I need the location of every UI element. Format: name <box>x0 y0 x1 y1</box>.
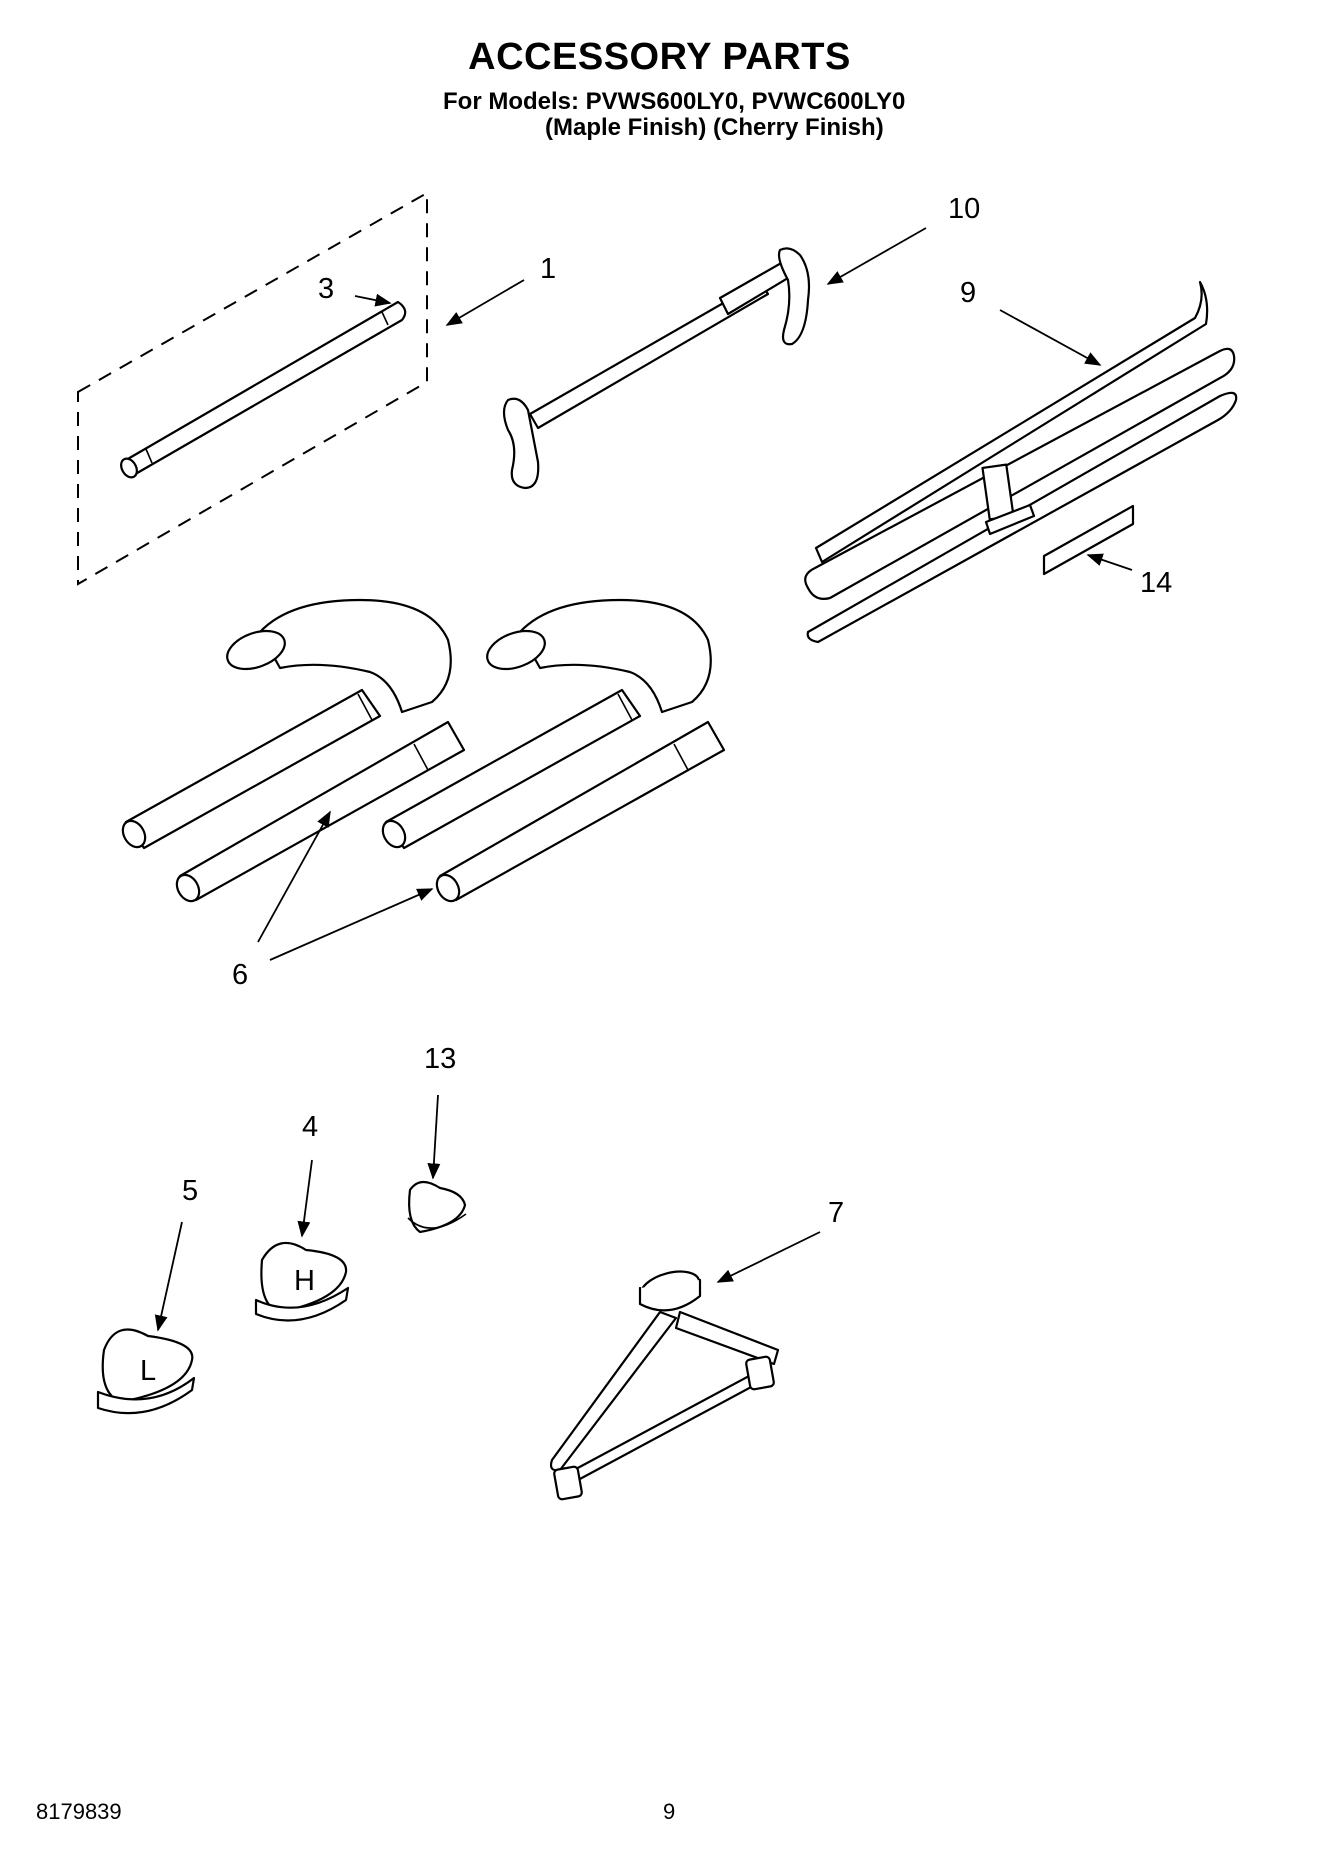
models-line: For Models: PVWS600LY0, PVWC600LY0 <box>443 88 906 115</box>
leader-6a <box>257 810 331 943</box>
part-13-pad <box>407 1180 467 1234</box>
callout-3: 3 <box>318 273 334 305</box>
part-5-pad: L <box>96 1328 196 1415</box>
leader-3 <box>354 293 392 307</box>
leader-10 <box>826 227 927 285</box>
page-title: ACCESSORY PARTS <box>468 36 851 78</box>
callout-13: 13 <box>424 1043 456 1075</box>
leader-6b <box>269 888 434 961</box>
callouts: 1 3 10 9 14 6 13 4 5 7 <box>182 193 1172 1229</box>
leader-9 <box>999 309 1102 366</box>
leader-7 <box>716 1231 821 1283</box>
part-7-hanger <box>549 1270 780 1501</box>
part-3-rod <box>120 300 407 479</box>
part-4-pad: H <box>254 1241 350 1322</box>
callout-1: 1 <box>540 253 556 285</box>
leader-4 <box>297 1159 313 1238</box>
callout-10: 10 <box>948 193 980 225</box>
callout-4: 4 <box>302 1111 318 1143</box>
part-6-right <box>381 598 726 903</box>
part-10-handle <box>502 247 811 490</box>
part-6-left <box>121 598 466 903</box>
callout-7: 7 <box>828 1197 844 1229</box>
callout-5: 5 <box>182 1175 198 1207</box>
leader-1 <box>445 279 525 326</box>
document-number: 8179839 <box>36 1799 122 1824</box>
part-1-box <box>77 191 428 586</box>
page-number: 9 <box>663 1799 676 1824</box>
part-9-straps <box>804 280 1238 644</box>
finish-line: (Maple Finish) (Cherry Finish) <box>545 114 884 141</box>
leader-14 <box>1086 553 1133 571</box>
leader-13 <box>427 1094 441 1180</box>
part-14-strip <box>1042 504 1135 576</box>
pad-l-mark: L <box>140 1355 156 1387</box>
callout-6: 6 <box>232 959 248 991</box>
leader-5 <box>154 1221 183 1332</box>
callout-14: 14 <box>1140 567 1172 599</box>
pad-h-mark: H <box>294 1265 315 1297</box>
leader-lines <box>154 227 1133 1332</box>
callout-9: 9 <box>960 277 976 309</box>
